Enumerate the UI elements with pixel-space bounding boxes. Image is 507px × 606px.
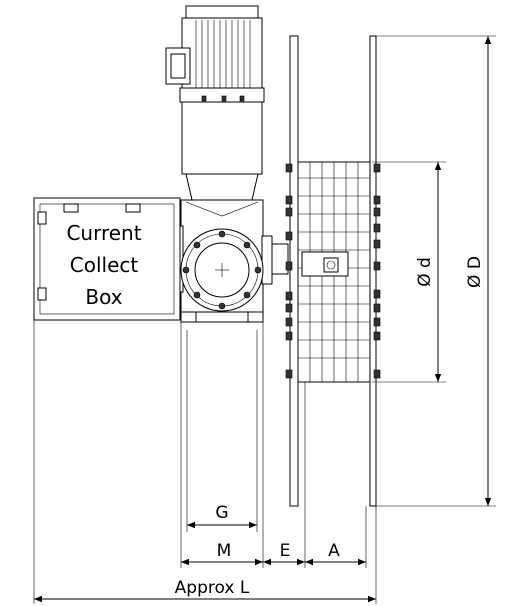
box-label-line3: Box: [85, 285, 122, 309]
dim-label-M: M: [217, 541, 232, 561]
box-label-line1: Current: [66, 221, 141, 245]
reel-flange-left: [285, 35, 299, 507]
dim-label-A: A: [328, 541, 340, 561]
dim-label-E: E: [280, 541, 291, 561]
current-collect-box: Current Collect Box: [33, 197, 181, 321]
reel-drum: [297, 161, 371, 383]
dim-label-G: G: [215, 503, 228, 523]
dimension-lines: [34, 36, 492, 603]
gearbox: [174, 199, 289, 323]
box-label-line2: Collect: [70, 253, 139, 277]
dim-label-L: Approx L: [175, 578, 250, 598]
gearbox-neck: [181, 101, 263, 201]
motor: [165, 5, 265, 103]
reel-flange-right: [369, 35, 381, 507]
dim-label-d: Ø d: [415, 257, 435, 287]
dim-label-D: Ø D: [465, 256, 485, 288]
extension-lines: [33, 35, 496, 604]
